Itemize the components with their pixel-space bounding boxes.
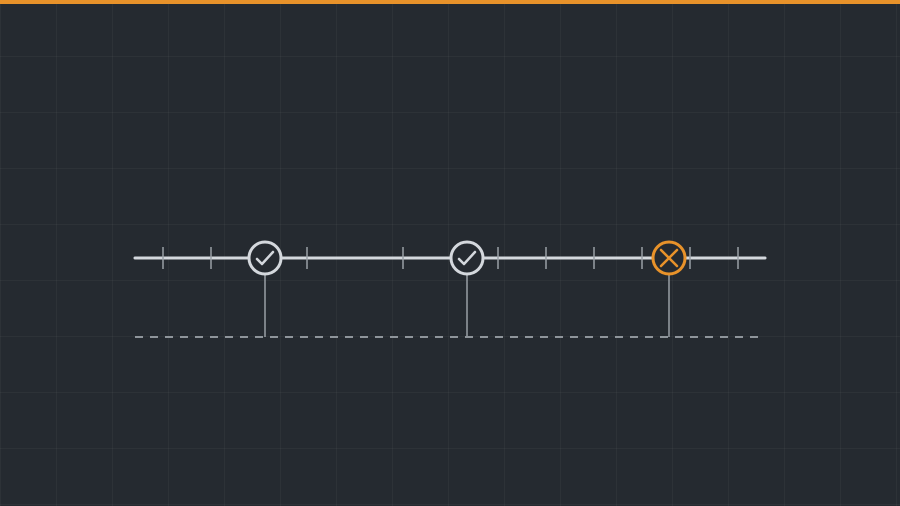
accent-top-bar — [0, 0, 900, 4]
check-circle-icon — [247, 240, 283, 276]
x-circle-icon — [651, 240, 687, 276]
marker-connectors — [264, 274, 670, 337]
timeline-ticks — [162, 247, 739, 269]
check-circle-icon — [449, 240, 485, 276]
timeline-markers — [247, 240, 687, 276]
